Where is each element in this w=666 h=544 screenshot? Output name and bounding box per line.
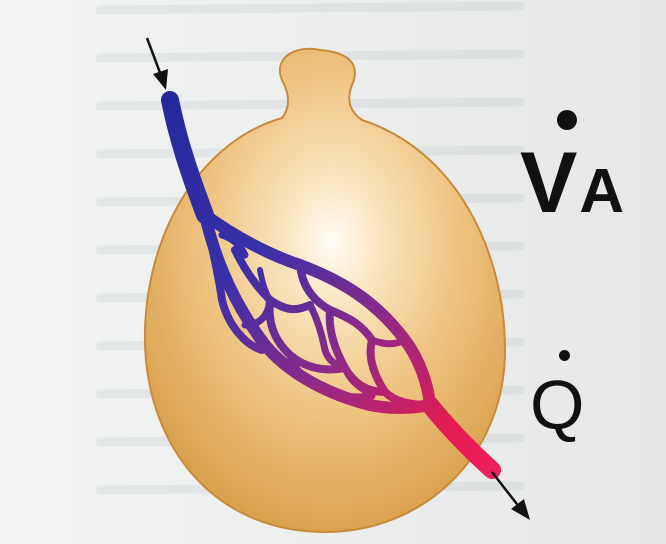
ventilation-dot [557,110,577,130]
perfusion-label: Q [530,370,584,440]
ventilation-subscript: A [579,161,624,223]
perfusion-dot [559,350,570,361]
alveolar-ventilation-label: VA [520,140,624,230]
ventilation-letter: V [520,140,577,226]
